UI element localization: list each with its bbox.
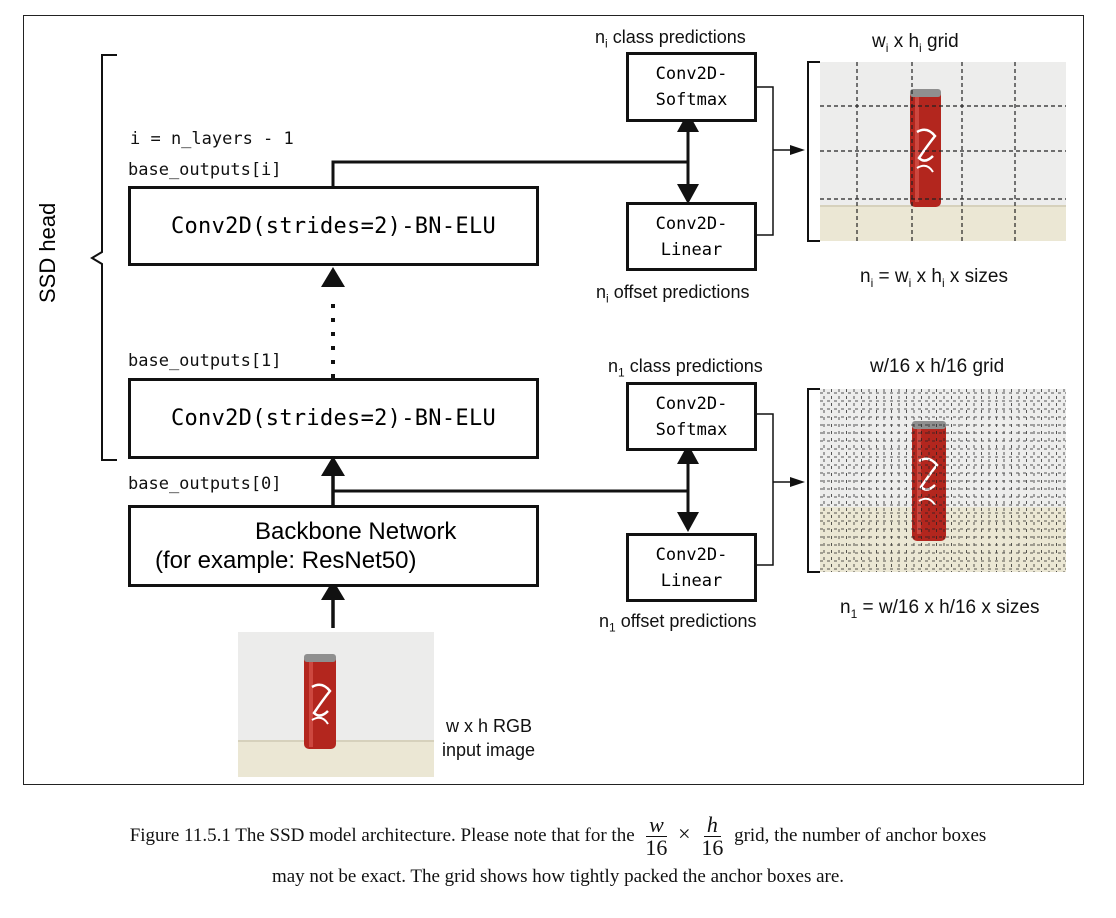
top-formula-w-sub: i [908, 275, 912, 290]
bottom-linear-box: Conv2D- Linear [626, 533, 757, 602]
top-softmax-line1: Conv2D- [655, 64, 728, 84]
backbone-block: Backbone Network (for example: ResNet50) [128, 505, 539, 587]
top-output-line [331, 160, 688, 186]
bottom-formula-n: n [840, 597, 851, 618]
figure-frame [23, 15, 1084, 785]
backbone-line2a: (for example: [155, 547, 296, 574]
top-grid-title-w: w [872, 31, 886, 52]
caption-frac-w: w 16 [642, 814, 670, 859]
figure-caption-line1: Figure 11.5.1 The SSD model architecture… [0, 814, 1116, 859]
backbone-line1: Backbone Network [255, 518, 457, 545]
conv-block-bottom: Conv2D(strides=2)-BN-ELU [128, 378, 539, 459]
bottom-grid-art [820, 389, 1066, 572]
top-grid-title-x: x h [893, 31, 920, 52]
bottom-linear-line2: Linear [660, 570, 723, 591]
top-formula-n: n [860, 266, 871, 287]
backbone-line2: (for example: ResNet50) [155, 546, 416, 575]
top-softmax-box: Conv2D- Softmax [626, 52, 757, 122]
bottom-merge-bracket [757, 413, 774, 566]
bottom-class-n: n [608, 356, 619, 376]
top-offset-n: n [596, 282, 607, 302]
index-label: i = n_layers - 1 [130, 129, 294, 149]
bottom-class-n-sub: 1 [618, 365, 625, 380]
base-outputs-0-label: base_outputs[0] [128, 474, 282, 494]
top-linear-line2: Linear [660, 239, 723, 260]
top-formula-h-sub: i [941, 275, 945, 290]
bottom-softmax-box: Conv2D- Softmax [626, 382, 757, 451]
top-formula: ni = wi x hi x sizes [860, 266, 1008, 290]
top-softmax-line2: Softmax [655, 90, 728, 110]
caption-times: × [678, 820, 691, 846]
top-formula-x: x h [916, 266, 942, 287]
conv-block-top-label: Conv2D(strides=2)-BN-ELU [170, 213, 497, 239]
input-image-label-line1: w x h RGB [446, 716, 533, 736]
bottom-offset-predictions-label: n1 offset predictions [599, 611, 756, 635]
input-image-label-line2: input image [442, 740, 536, 760]
input-image-art [238, 632, 434, 777]
top-grid-title-h-sub: i [919, 40, 922, 55]
bottom-class-predictions-label: n1 class predictions [608, 356, 763, 380]
top-merge-bracket [757, 86, 774, 236]
bottom-grid-title: w/16 x h/16 grid [870, 356, 1005, 377]
conv-block-bottom-label: Conv2D(strides=2)-BN-ELU [170, 406, 497, 431]
top-offset-text: offset predictions [613, 282, 750, 302]
base-outputs-1-label: base_outputs[1] [128, 351, 282, 371]
top-grid-title-w-sub: i [885, 40, 889, 55]
caption-frac-h-den: 16 [701, 835, 724, 860]
bottom-linear-line1: Conv2D- [655, 544, 728, 565]
bottom-offset-text: offset predictions [620, 611, 757, 631]
conv-block-top: Conv2D(strides=2)-BN-ELU [128, 186, 539, 266]
top-class-text: class predictions [612, 27, 746, 47]
backbone-line2b: ResNet50) [301, 547, 417, 574]
top-linear-line1: Conv2D- [655, 213, 728, 234]
input-image [238, 632, 434, 777]
top-offset-predictions-label: ni offset predictions [596, 282, 749, 306]
bottom-formula-rest: = w/16 x h/16 x sizes [862, 597, 1040, 618]
ssd-head-label: SSD head [35, 202, 60, 303]
caption-frac-h: h 16 [698, 814, 726, 859]
top-offset-n-sub: i [606, 291, 609, 306]
top-linear-box: Conv2D- Linear [626, 202, 757, 271]
top-grid-art [820, 62, 1066, 241]
bottom-class-text: class predictions [629, 356, 763, 376]
top-grid-image [820, 62, 1066, 241]
bottom-softmax-line1: Conv2D- [655, 393, 728, 414]
caption-before: Figure 11.5.1 The SSD model architecture… [129, 824, 635, 846]
caption-after: grid, the number of anchor boxes [734, 824, 987, 846]
caption-frac-w-num: w [646, 814, 667, 837]
top-grid-title: wi x hi grid [872, 31, 959, 55]
top-class-predictions-label: ni class predictions [595, 27, 746, 51]
bottom-output-line [331, 489, 688, 505]
top-class-n: n [595, 27, 606, 47]
caption-frac-h-num: h [703, 814, 721, 837]
bottom-grid-image [820, 389, 1066, 572]
top-grid-title-rest: grid [927, 31, 959, 52]
top-formula-n-sub: i [870, 275, 874, 290]
ssd-head-brace [90, 54, 117, 461]
top-formula-eq: = w [878, 266, 909, 287]
bottom-formula: n1 = w/16 x h/16 x sizes [840, 597, 1039, 621]
bottom-offset-n: n [599, 611, 610, 631]
bottom-softmax-line2: Softmax [655, 419, 728, 440]
figure-caption-line2: may not be exact. The grid shows how tig… [271, 866, 845, 887]
bottom-formula-n-sub: 1 [850, 606, 858, 621]
bottom-offset-n-sub: 1 [609, 620, 616, 635]
caption-frac-w-den: 16 [645, 835, 668, 860]
base-outputs-i-label: base_outputs[i] [128, 160, 282, 180]
top-formula-rest: x sizes [949, 266, 1008, 287]
top-class-n-sub: i [605, 36, 608, 51]
